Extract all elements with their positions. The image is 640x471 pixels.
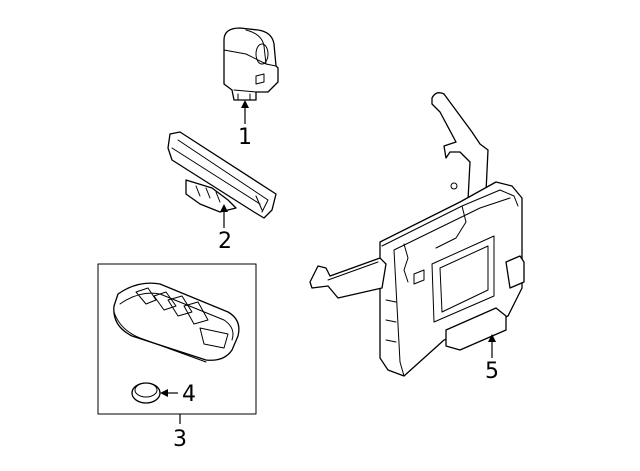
- part-2-antenna: [167, 131, 277, 219]
- part-5-smart-key-module: [309, 92, 525, 377]
- kit-box-3: [97, 263, 257, 415]
- callout-1: 1: [238, 125, 252, 150]
- callout-2: 2: [218, 229, 232, 254]
- part-4-battery: [131, 382, 161, 404]
- part-1-immobilizer-coil: [223, 27, 279, 101]
- callout-4: 4: [182, 382, 196, 407]
- callout-3: 3: [173, 427, 187, 452]
- part-3-key-fob: [113, 282, 240, 363]
- callout-5: 5: [485, 359, 499, 384]
